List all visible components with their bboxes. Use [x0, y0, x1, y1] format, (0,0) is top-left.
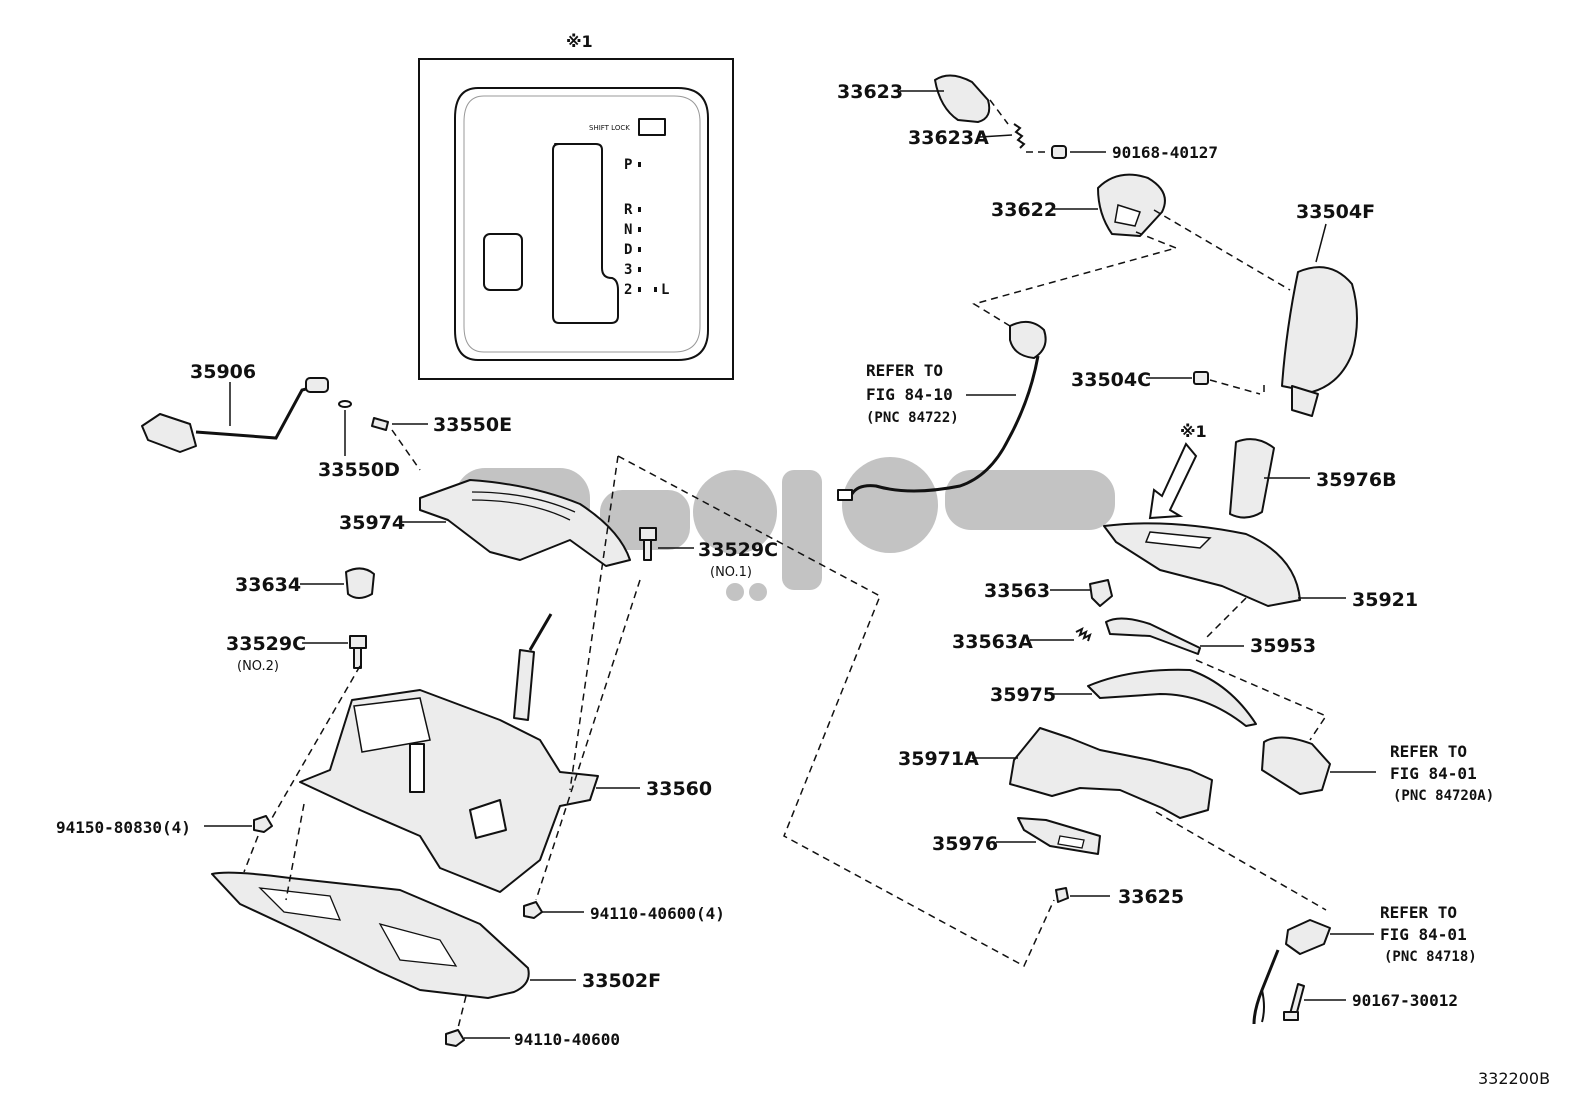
part-33634: 33634 — [235, 567, 375, 599]
label-33563A: 33563A — [952, 631, 1033, 653]
label-35906: 35906 — [190, 361, 256, 383]
label-94110-40600-4: 94110-40600(4) — [590, 904, 725, 923]
label-33560: 33560 — [646, 778, 712, 800]
label-90167-30012: 90167-30012 — [1352, 991, 1458, 1010]
part-33550D: 33550D — [318, 400, 400, 481]
gear-l: L — [661, 282, 669, 298]
part-35971A: 35971A — [898, 727, 1213, 819]
part-35976: 35976 — [932, 817, 1101, 855]
label-35974: 35974 — [339, 512, 405, 534]
gear-3: 3 — [624, 262, 632, 278]
ref2-line1: REFER TO — [1390, 742, 1467, 761]
label-35921: 35921 — [1352, 589, 1418, 611]
label-33504F: 33504F — [1296, 201, 1375, 223]
ref3-line1: REFER TO — [1380, 903, 1457, 922]
label-33504C: 33504C — [1071, 369, 1151, 391]
ref1-line2: FIG 84-10 — [866, 385, 953, 404]
label-33625: 33625 — [1118, 886, 1184, 908]
gear-2: 2 — [624, 282, 632, 298]
label-33529C-no1: 33529C — [698, 539, 778, 561]
shift-lock-button — [638, 118, 666, 136]
part-35974: 35974 — [339, 479, 631, 567]
inset-marker: ※1 — [566, 32, 593, 51]
part-33623: 33623 — [837, 74, 991, 123]
label-35971A: 35971A — [898, 748, 979, 770]
part-33563: 33563 — [984, 579, 1113, 607]
part-90168-40127: 90168-40127 — [1051, 143, 1218, 162]
part-33529C-no1: 33529C (NO.1) — [639, 527, 778, 580]
ref1-line1: REFER TO — [866, 361, 943, 380]
label-35953: 35953 — [1250, 635, 1316, 657]
part-33623A: 33623A — [908, 123, 1026, 149]
part-35953: 35953 — [1105, 617, 1316, 657]
ref2-line2: FIG 84-01 — [1390, 764, 1477, 783]
part-35975: 35975 — [990, 668, 1257, 727]
arrow-down-icon — [1148, 442, 1198, 520]
part-switch-84720A: REFER TO FIG 84-01 (PNC 84720A) — [1261, 736, 1494, 804]
part-35906: 35906 — [141, 361, 329, 453]
ref2-line3: (PNC 84720A) — [1393, 788, 1494, 804]
part-94110-40600-4: 94110-40600(4) — [523, 901, 725, 923]
label-33622: 33622 — [991, 199, 1057, 221]
part-94150-80830: 94150-80830(4) — [56, 815, 273, 837]
part-35976B: 35976B — [1229, 438, 1397, 519]
ref1-line3: (PNC 84722) — [866, 410, 959, 426]
label-33529C-no2: 33529C — [226, 633, 306, 655]
part-33563A: 33563A — [952, 627, 1092, 653]
label-33529C-no2-sub: (NO.2) — [237, 659, 279, 674]
indicator-window — [483, 233, 523, 291]
label-35975: 35975 — [990, 684, 1056, 706]
assembly-lines — [243, 99, 1328, 1029]
shift-gate-slot — [552, 143, 619, 324]
label-33623: 33623 — [837, 81, 903, 103]
part-33550E: 33550E — [371, 414, 512, 436]
diagram-id: 332200B — [1478, 1069, 1550, 1088]
gear-n: N — [624, 222, 632, 238]
ref3-line3: (PNC 84718) — [1384, 949, 1477, 965]
shift-panel-inset: ※1 SHIFT LOCK P R N D 3 2 L — [418, 32, 734, 380]
part-harness-84722: REFER TO FIG 84-10 (PNC 84722) — [837, 320, 1047, 501]
label-94150-80830: 94150-80830(4) — [56, 818, 191, 837]
shift-lock-label: SHIFT LOCK — [589, 124, 630, 132]
arrow-marker-text: ※1 — [1180, 422, 1207, 441]
part-33504C: 33504C — [1071, 369, 1209, 391]
part-33529C-no2: 33529C (NO.2) — [226, 633, 367, 674]
gear-p: P — [624, 157, 632, 173]
label-35976: 35976 — [932, 833, 998, 855]
label-94110-40600: 94110-40600 — [514, 1030, 620, 1049]
part-35921: 35921 — [1103, 522, 1418, 611]
label-33563: 33563 — [984, 580, 1050, 602]
part-connector-84718: REFER TO FIG 84-01 (PNC 84718) — [1252, 903, 1477, 1025]
label-35976B: 35976B — [1316, 469, 1397, 491]
label-90168-40127: 90168-40127 — [1112, 143, 1218, 162]
gear-d: D — [624, 242, 632, 258]
part-90167-30012: 90167-30012 — [1283, 983, 1458, 1021]
part-33622: 33622 — [991, 173, 1166, 237]
part-33504F-knob: 33504F — [1281, 201, 1375, 417]
part-33502F-plate: 33502F — [211, 871, 661, 999]
gear-r: R — [624, 202, 633, 218]
part-94110-40600: 94110-40600 — [445, 1029, 620, 1049]
label-33623A: 33623A — [908, 127, 989, 149]
label-33634: 33634 — [235, 574, 301, 596]
ref3-line2: FIG 84-01 — [1380, 925, 1467, 944]
label-33550D: 33550D — [318, 459, 400, 481]
part-33560-shifter: 33560 — [299, 613, 712, 893]
label-33550E: 33550E — [433, 414, 512, 436]
label-33502F: 33502F — [582, 970, 661, 992]
part-33625: 33625 — [1055, 886, 1184, 908]
arrow-marker: ※1 — [1148, 422, 1207, 520]
label-33529C-no1-sub: (NO.1) — [710, 565, 752, 580]
